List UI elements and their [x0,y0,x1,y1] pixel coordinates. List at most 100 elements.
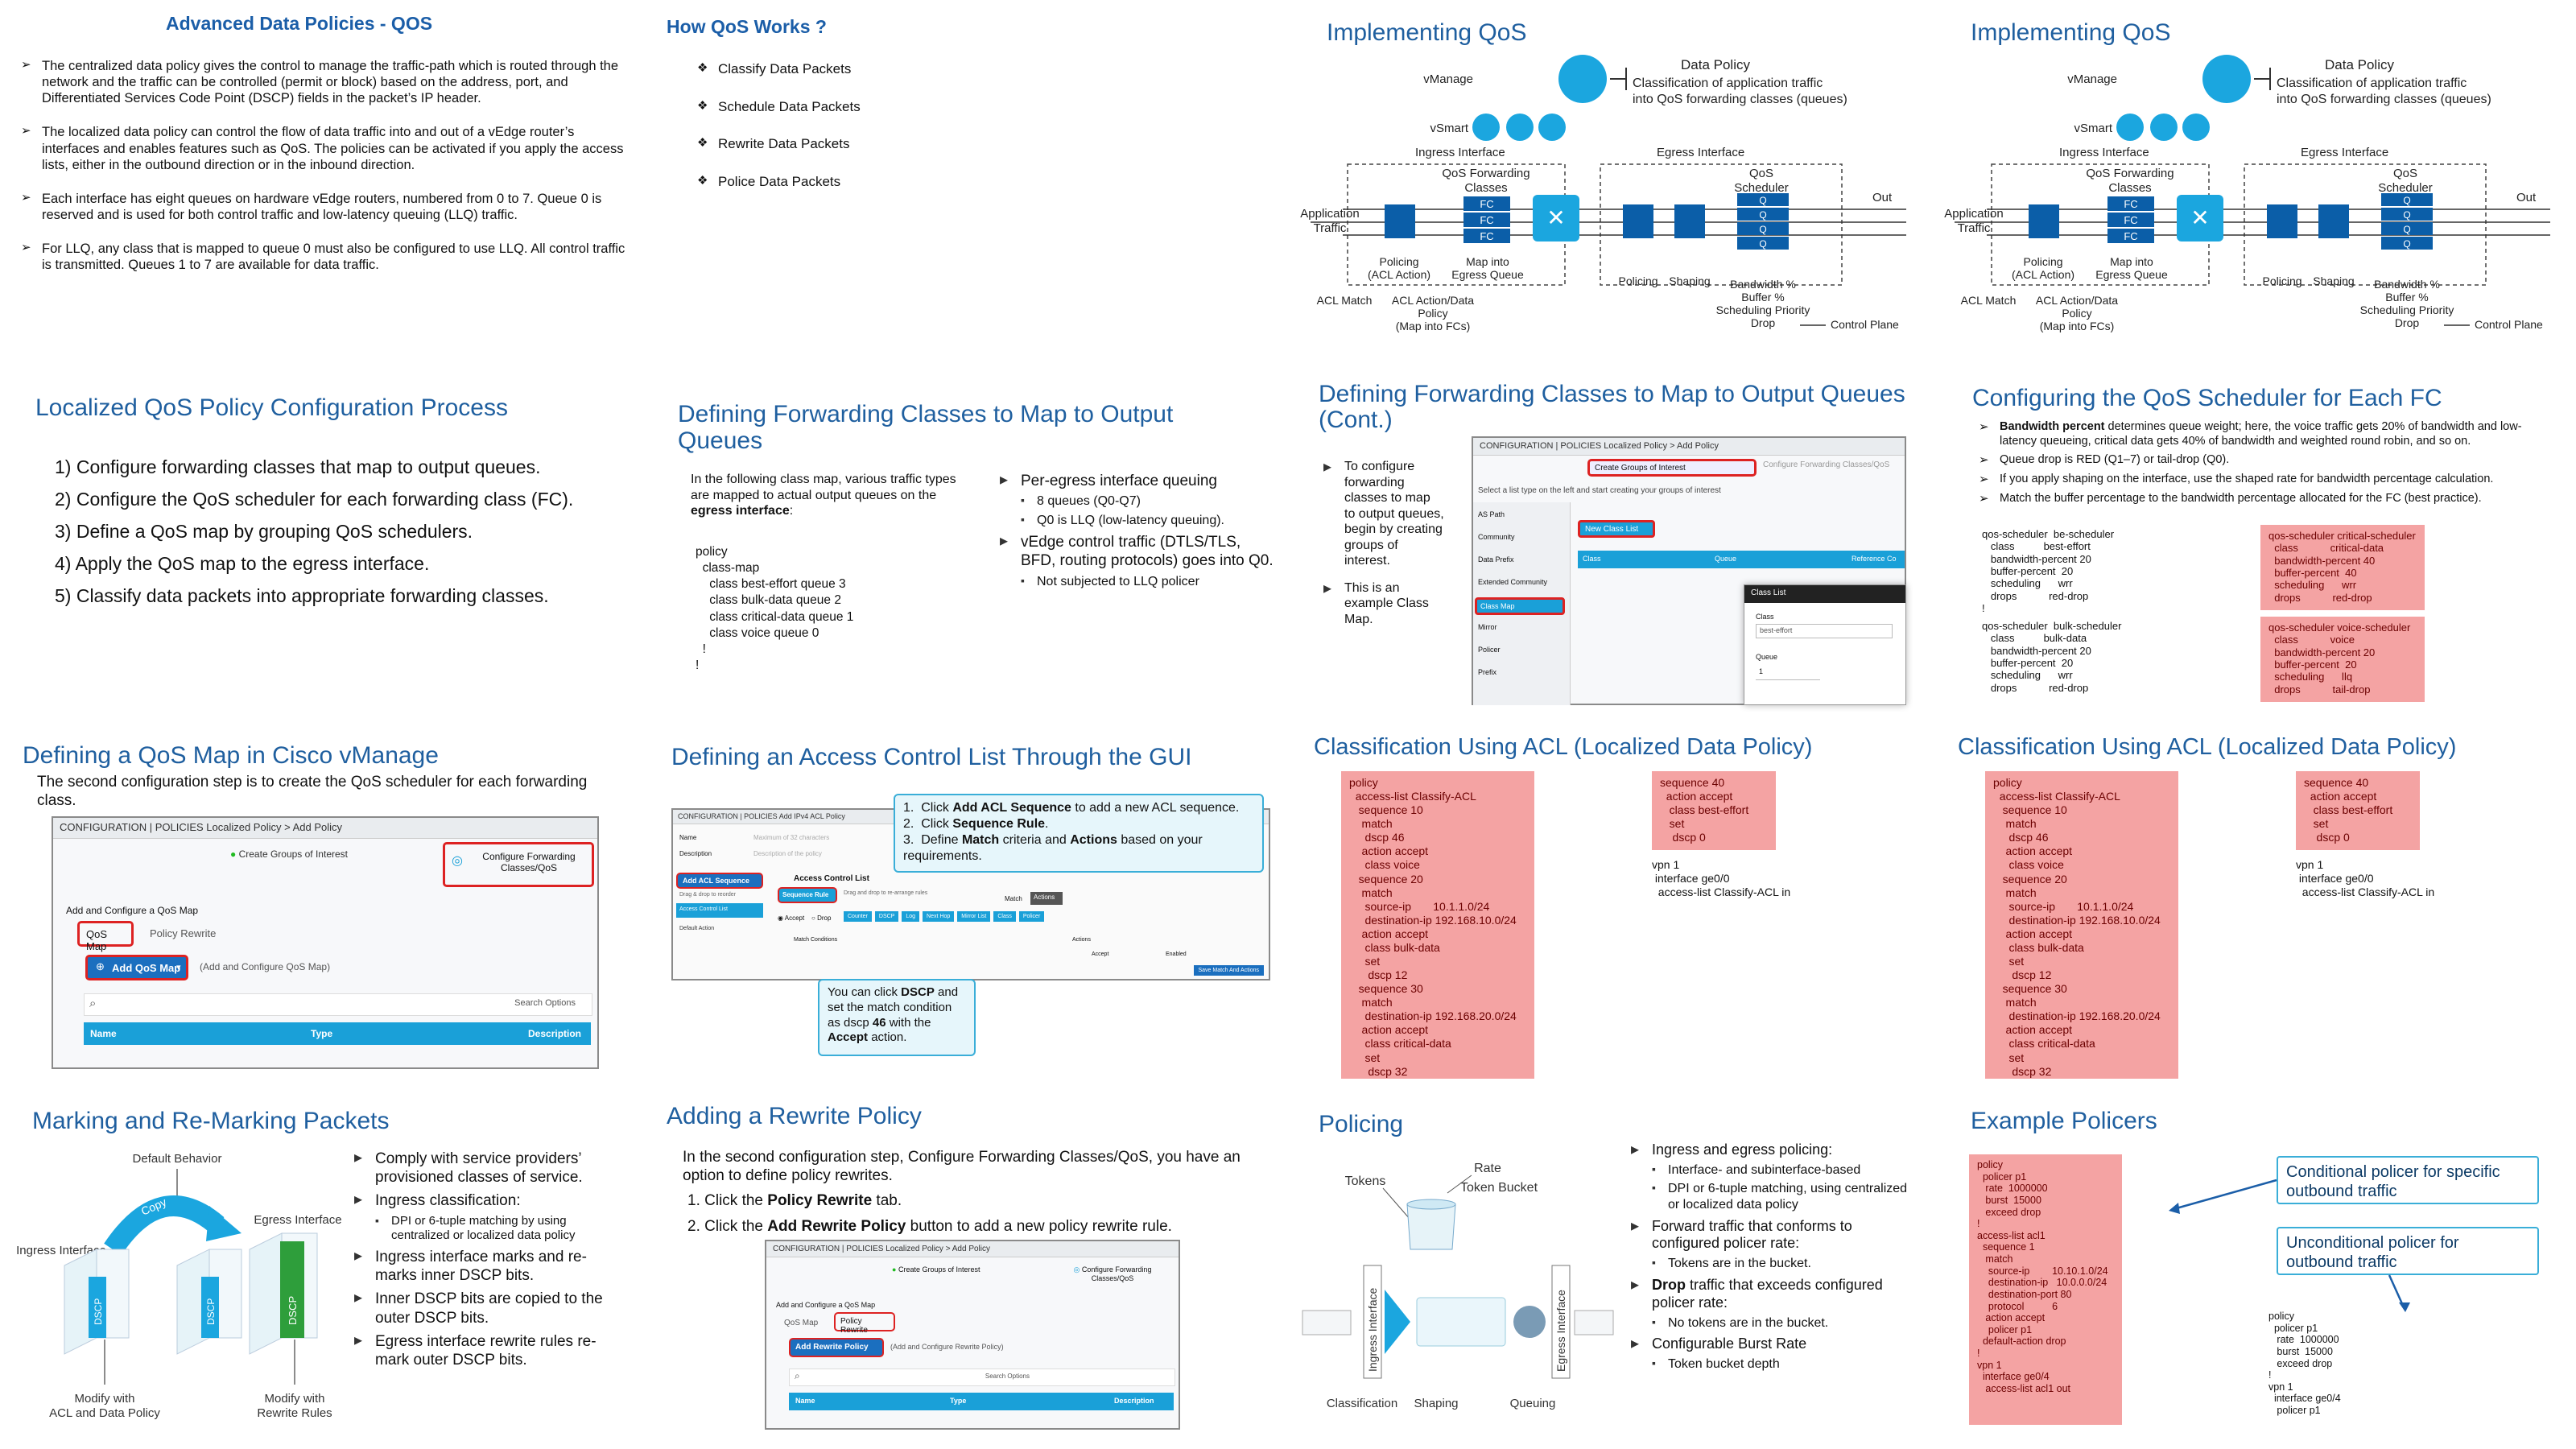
step-1: 1. Click the Policy Rewrite tab. [687,1192,902,1210]
class-map-gui[interactable]: CONFIGURATION | POLICIES Localized Polic… [1472,436,1906,705]
chip-policer[interactable]: Policer [1018,911,1045,922]
qos-architecture-diagram: vManage Data Policy Classification of ap… [1944,55,2550,332]
list-type-item[interactable]: AS Path [1478,510,1505,518]
tab-qos-map[interactable]: QoS Map [77,921,134,952]
tab-policy-rewrite[interactable]: Policy Rewrite [150,927,217,939]
sequence-rule-button[interactable]: Sequence Rule [778,887,837,903]
acl-match-label: ACL Match [1317,294,1373,307]
bw-label: Buffer % [1741,291,1784,303]
bw-label: Scheduling Priority [1716,303,1810,316]
bullet-text: Per-egress interface queuing [1021,473,1217,489]
slide-acl-gui[interactable]: Defining an Access Control List Through … [652,723,1283,1069]
acl-list-item[interactable]: Access Control List [676,903,763,918]
list-type-item[interactable]: Mirror [1478,623,1497,631]
search-options[interactable]: Search Options [514,998,576,1008]
slide-policing[interactable]: Policing Tokens Rate Token Bucket Ingres… [1294,1088,1926,1435]
add-qos-map-button[interactable]: ⊕ Add QoS Map ▾ [85,955,188,980]
bw-label: Drop [2395,316,2420,329]
data-policy-title: Data Policy [2325,57,2394,72]
configure-fc-step-highlight[interactable]: ◎ Configure Forwarding Classes/QoS [443,842,594,887]
list-type-item[interactable]: Policer [1478,646,1501,654]
chip-next-hop[interactable]: Next Hop [923,911,955,922]
slide-qos-map-vmanage[interactable]: Defining a QoS Map in Cisco vManage The … [8,723,639,1069]
name-input[interactable]: Maximum of 32 characters [753,834,830,841]
drop-radio[interactable]: ○ Drop [811,914,832,922]
default-behavior-label: Default Behavior [133,1152,222,1166]
step-create-groups[interactable]: ● Create Groups of Interest [230,848,348,860]
bullet-list: Bandwidth percent determines queue weigh… [1979,420,2553,506]
add-acl-sequence-button[interactable]: Add ACL Sequence [676,873,763,889]
slide-classification-acl[interactable]: Classification Using ACL (Localized Data… [1294,723,1926,1079]
bullet: This is an example Class Map. [1323,579,1444,628]
data-policy-desc: Classification of application traffic [2277,76,2467,90]
slide-implementing-qos[interactable]: Implementing QoS vManage Data Policy Cla… [1294,6,1926,353]
slide-marking-remarking[interactable]: Marking and Re-Marking Packets Default B… [8,1088,639,1435]
slide-rewrite-policy[interactable]: Adding a Rewrite Policy In the second co… [652,1088,1283,1435]
search-bar[interactable]: ⌕ Search Options [789,1368,1175,1386]
chip-mirror-list[interactable]: Mirror List [957,911,991,922]
slide-title: Implementing QoS [1971,19,2171,46]
bw-label: Bandwidth % [1730,278,1796,291]
sub-bullet: Token bucket depth [1652,1356,1918,1373]
list-type-item[interactable]: Community [1478,533,1515,541]
list-type-item[interactable]: Prefix [1478,668,1497,676]
save-match-actions-button[interactable]: Save Match And Actions [1193,965,1264,976]
name-label: Name [679,834,697,841]
list-type-sidebar: AS Path Community Data Prefix Extended C… [1473,502,1571,705]
rewrite-policy-gui[interactable]: CONFIGURATION | POLICIES Localized Polic… [765,1240,1180,1430]
qos-map-gui[interactable]: CONFIGURATION | POLICIES Localized Polic… [52,816,599,1069]
slide-forwarding-classes-cont[interactable]: Defining Forwarding Classes to Map to Ou… [1294,361,1926,707]
router-cross-icon: ✕ [1546,205,1565,230]
list-type-item[interactable]: Data Prefix [1478,555,1514,564]
fc-box: FC [2124,230,2137,242]
action-chips: Counter DSCP Log Next Hop Mirror List Cl… [844,911,1045,922]
slide-implementing-qos[interactable]: Implementing QoS vManage Data Policy Cla… [1938,6,2570,353]
configure-fc-step[interactable]: Configure Forwarding Classes/QoS [1763,460,1890,469]
slide-localized-qos-process[interactable]: Localized QoS Policy Configuration Proce… [8,361,639,707]
class-list-panel[interactable]: Class List Class best-effort Queue 1 [1744,584,1906,705]
accept-radio[interactable]: ◉ Accept [778,914,805,922]
slide-classification-acl[interactable]: Classification Using ACL (Localized Data… [1938,723,2570,1079]
slide-example-policers[interactable]: Example Policers policy policer p1 rate … [1938,1088,2570,1435]
slide-how-qos-works[interactable]: How QoS Works ? Classify Data Packets Sc… [652,6,1283,353]
search-options[interactable]: Search Options [985,1373,1030,1380]
shaper-icon [1416,1297,1506,1347]
slide-forwarding-classes[interactable]: Defining Forwarding Classes to Map to Ou… [652,361,1283,707]
step-create-groups[interactable]: ● Create Groups of Interest [892,1265,980,1274]
list-type-item-class-map[interactable]: Class Map [1475,597,1565,615]
slide-advanced-data-policies[interactable]: Advanced Data Policies - QOS The central… [8,6,639,353]
dscp-remarking-diagram: Default Behavior Copy Egress Interface I… [16,1152,341,1420]
rewrite-table-header: Name Type Description [789,1393,1174,1410]
default-action[interactable]: Default Action [679,926,715,931]
chip-log[interactable]: Log [902,911,920,922]
q-box: Q [2403,238,2410,250]
create-groups-step[interactable]: Create Groups of Interest [1587,459,1757,477]
slide-qos-scheduler[interactable]: Configuring the QoS Scheduler for Each F… [1938,361,2570,707]
step-configure-fc[interactable]: ◎ Configure Forwarding Classes/QoS [1073,1265,1152,1282]
add-rewrite-hint: (Add and Configure Rewrite Policy) [890,1343,1004,1351]
slide-body: The centralized data policy gives the co… [21,58,633,284]
add-rewrite-policy-button[interactable]: Add Rewrite Policy [789,1338,884,1357]
sub-list: Not subjected to LLQ policer [1021,574,1274,590]
class-name-input[interactable]: best-effort [1756,624,1893,638]
match-tab[interactable]: Match [1005,895,1022,902]
acl-data-label: (Map into FCs) [1396,320,1471,332]
router-icon [1533,195,1579,242]
panel-class-label: Class [1756,613,1774,621]
modify-acl-label: ACL and Data Policy [49,1406,160,1420]
list-type-item[interactable]: Extended Community [1478,578,1548,586]
desc-input[interactable]: Description of the policy [753,850,822,857]
chip-dscp[interactable]: DSCP [874,911,899,922]
bullet: Comply with service providers’ provision… [354,1148,628,1187]
tab-policy-rewrite[interactable]: Policy Rewrite [834,1312,895,1335]
step-icon: ◎ [452,854,463,868]
actions-tab[interactable]: Actions [1030,892,1063,905]
tab-qos-map[interactable]: QoS Map [784,1319,819,1327]
new-class-list-button[interactable]: New Class List [1578,520,1655,538]
add-qos-map-hint: (Add and Configure QoS Map) [200,961,331,972]
bullet: Egress interface rewrite rules re-mark o… [354,1331,628,1369]
queue-select[interactable]: 1 [1756,666,1820,680]
chip-class[interactable]: Class [993,911,1016,922]
search-bar[interactable]: ⌕ Search Options [84,993,592,1016]
chip-counter[interactable]: Counter [844,911,872,922]
